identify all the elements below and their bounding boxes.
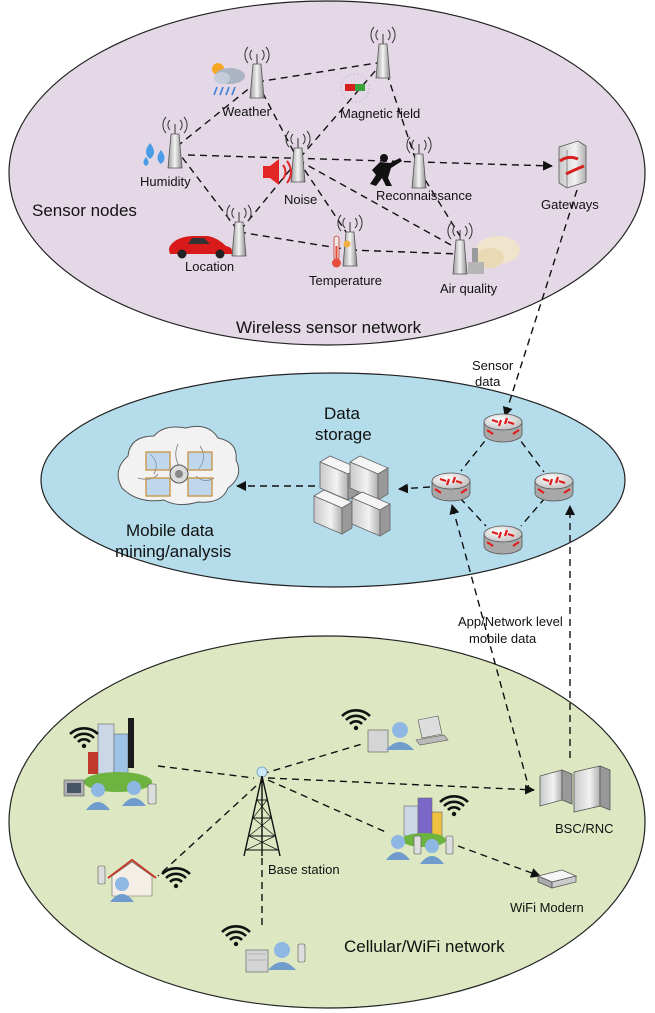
office-users-icon [63,718,157,810]
base-station-label: Base station [268,862,340,877]
app-network-label-line2: mobile data [469,631,537,646]
weather-label: Weather [222,104,272,119]
weather-icon [212,63,245,96]
wifi-modem-icon [536,869,578,889]
sensor-tower-magnetic [370,26,396,79]
thermometer-icon [332,235,351,268]
reconnaissance-label: Reconnaissance [376,188,472,203]
building-users-icon [386,797,454,864]
sensor-nodes-label: Sensor nodes [32,201,137,220]
base-station-tower-icon [243,766,281,857]
noise-icon [263,159,292,185]
app-network-label-line1: App/Network level [458,614,563,629]
humidity-label: Humidity [140,174,191,189]
sensor-tower-temperature [337,214,363,267]
cellular-wifi-network-region [8,635,646,1009]
data-storage-label-line2: storage [315,425,372,444]
wifi-signal-icon-5 [221,925,251,947]
sensor-data-label-line2: data [475,374,501,389]
magnetic-field-label: Magnetic field [340,106,420,121]
noise-label: Noise [284,192,317,207]
router-icon-left [431,472,471,502]
factory-smoke-icon [468,236,520,274]
desktop-user-icon [245,942,306,973]
brain-icon [117,425,240,506]
wifi-signal-icon-3 [439,795,469,817]
sensor-data-label-line1: Sensor [472,358,514,373]
wifi-signal-icon-1 [69,727,99,749]
magnetic-field-icon [340,73,370,103]
location-label: Location [185,259,234,274]
gateway-icon [558,140,587,189]
wifi-modem-label: WiFi Modern [510,900,584,915]
humidity-icon [143,143,165,166]
data-storage-icon [313,455,391,537]
sensor-tower-humidity [162,116,188,169]
reconnaissance-icon [370,154,402,186]
data-storage-label-line1: Data [324,404,360,423]
sensor-tower-location [226,204,252,257]
bsc-rnc-label: BSC/RNC [555,821,614,836]
home-user-icon [97,858,157,902]
sensor-tower-air-quality [447,222,473,275]
sensor-tower-reconnaissance [406,136,432,189]
laptop-user-icon [367,715,449,753]
temperature-label: Temperature [309,273,382,288]
wifi-signal-icon-4 [161,867,191,889]
bsc-rnc-server-icon [539,765,611,813]
router-icon-top [483,413,523,443]
cellular-wifi-network-title: Cellular/WiFi network [344,937,505,956]
router-icon-right [534,472,574,502]
mining-label-line2: mining/analysis [115,542,231,561]
wireless-sensor-network-title: Wireless sensor network [236,318,422,337]
sensor-tower-noise [285,130,311,183]
car-icon [169,236,232,259]
core-links [236,431,546,527]
air-quality-label: Air quality [440,281,498,296]
uplink-arrows [449,504,575,793]
wifi-signal-icon-2 [341,709,371,731]
gateways-label: Gateways [541,197,599,212]
cellular-links [157,743,541,928]
mining-label-line1: Mobile data [126,521,214,540]
router-icon-bottom [483,525,523,555]
wireless-sensor-network-region [8,0,646,346]
sensor-tower-weather [244,46,270,99]
